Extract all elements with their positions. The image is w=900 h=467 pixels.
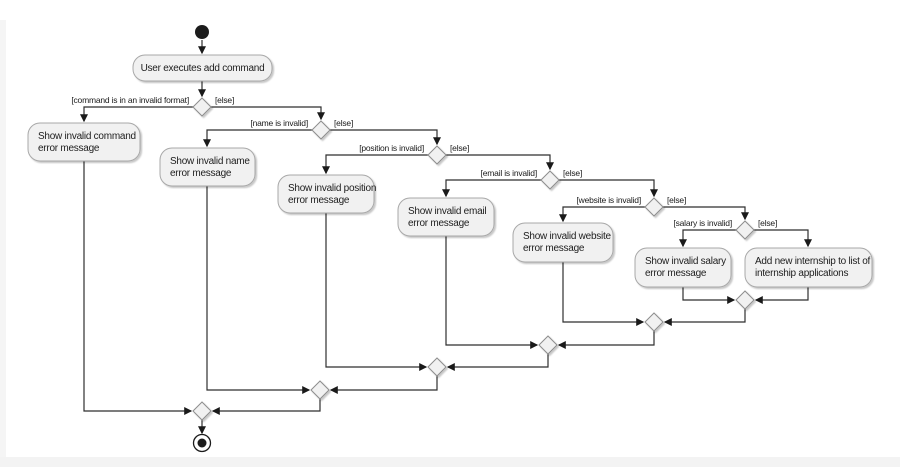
merge-merge-position — [427, 357, 447, 377]
edge-merge-website-to-merge-email — [557, 331, 655, 349]
activity-box — [397, 197, 495, 237]
edge-position-check-to-email-check — [446, 154, 554, 171]
merge-merge-name — [310, 380, 330, 400]
edge-merge-email-to-merge-position — [446, 354, 549, 371]
activity-label: error message — [288, 195, 350, 206]
edge-name-check-to-name-error — [203, 129, 312, 148]
decision-salary-check — [735, 220, 755, 240]
start-node — [195, 25, 209, 39]
edge-merge-position-to-merge-name — [329, 376, 438, 394]
activity-label: error message — [645, 268, 707, 279]
edge-position-check-to-position-error — [322, 154, 428, 175]
decision-name-check — [311, 120, 331, 140]
activity-label: error message — [170, 168, 232, 179]
edge-email-check-to-email-error — [442, 179, 541, 198]
activity-box — [744, 247, 873, 288]
activity-box — [132, 54, 273, 82]
activity-user-executes-add-command: User executes add command — [132, 54, 273, 82]
edge-position-error-to-merge-position — [325, 213, 428, 371]
edge-name-error-to-merge-name — [206, 186, 311, 394]
guard-label-else: [else] — [334, 118, 353, 128]
activity-box — [277, 174, 375, 214]
merge-merge-salary — [735, 290, 755, 310]
guard-label-command-format-check: [command is in an invalid format] — [71, 95, 189, 105]
activity-label: Show invalid name — [170, 156, 250, 167]
decision-position-check — [427, 145, 447, 165]
activity-box — [159, 147, 256, 187]
edge-website-check-to-salary-check — [663, 206, 749, 221]
guard-label-email-check: [email is invalid] — [481, 168, 537, 178]
guard-label-else: [else] — [667, 195, 686, 205]
edge-website-error-to-merge-website — [562, 262, 645, 326]
activity-label: error message — [408, 218, 470, 229]
guard-label-else: [else] — [450, 143, 469, 153]
activity-box — [512, 222, 614, 263]
activity-label: error message — [38, 143, 100, 154]
edge-format-check-to-command-error — [80, 106, 193, 123]
activity-label: Show invalid salary — [645, 256, 726, 267]
edge-add-internship-to-merge-salary — [754, 287, 809, 304]
guard-label-salary-check: [salary is invalid] — [673, 218, 732, 228]
guard-label-name-check: [name is invalid] — [250, 118, 308, 128]
activity-label: Show invalid command — [38, 131, 136, 142]
edge-name-check-to-position-check — [330, 129, 441, 146]
merge-merge-email — [538, 335, 558, 355]
edge-website-check-to-website-error — [559, 206, 645, 223]
edge-email-check-to-website-check — [559, 179, 658, 198]
activity-label: internship applications — [755, 268, 848, 279]
edge-salary-error-to-merge-salary — [682, 287, 736, 304]
guard-label-else: [else] — [563, 168, 582, 178]
activity-box — [27, 122, 141, 162]
guard-label-else: [else] — [758, 218, 777, 228]
edge-salary-check-to-add-internship — [754, 229, 812, 248]
activity-label: User executes add command — [141, 63, 265, 74]
decision-email-check — [540, 170, 560, 190]
guard-label-position-check: [position is invalid] — [359, 143, 424, 153]
edge-email-error-to-merge-email — [445, 236, 539, 349]
end-node — [192, 433, 212, 453]
merge-merge-command — [192, 401, 212, 421]
edge-merge-salary-to-merge-website — [663, 309, 746, 326]
edge-format-check-to-name-check — [211, 106, 325, 121]
decision-command-format-check — [192, 97, 212, 117]
guard-label-website-check: [website is invalid] — [576, 195, 641, 205]
activity-add-new-internship: Add new internship to list ofinternship … — [744, 247, 873, 288]
end-node-dot — [197, 438, 207, 448]
merge-merge-website — [644, 312, 664, 332]
activity-label: error message — [523, 243, 585, 254]
activity-label: Show invalid website — [523, 231, 612, 242]
activity-label: Show invalid email — [408, 206, 486, 217]
edge-salary-check-to-salary-error — [679, 229, 736, 248]
page-edge-left — [0, 20, 6, 457]
activity-box — [634, 247, 732, 288]
page-edge-bottom — [0, 457, 900, 467]
decision-website-check — [644, 197, 664, 217]
edge-merge-name-to-merge-command — [211, 399, 321, 415]
guard-label-else: [else] — [215, 95, 234, 105]
activity-label: Add new internship to list of — [755, 256, 871, 267]
activity-label: Show invalid position — [288, 183, 376, 194]
edge-command-error-to-merge-command — [83, 161, 193, 415]
